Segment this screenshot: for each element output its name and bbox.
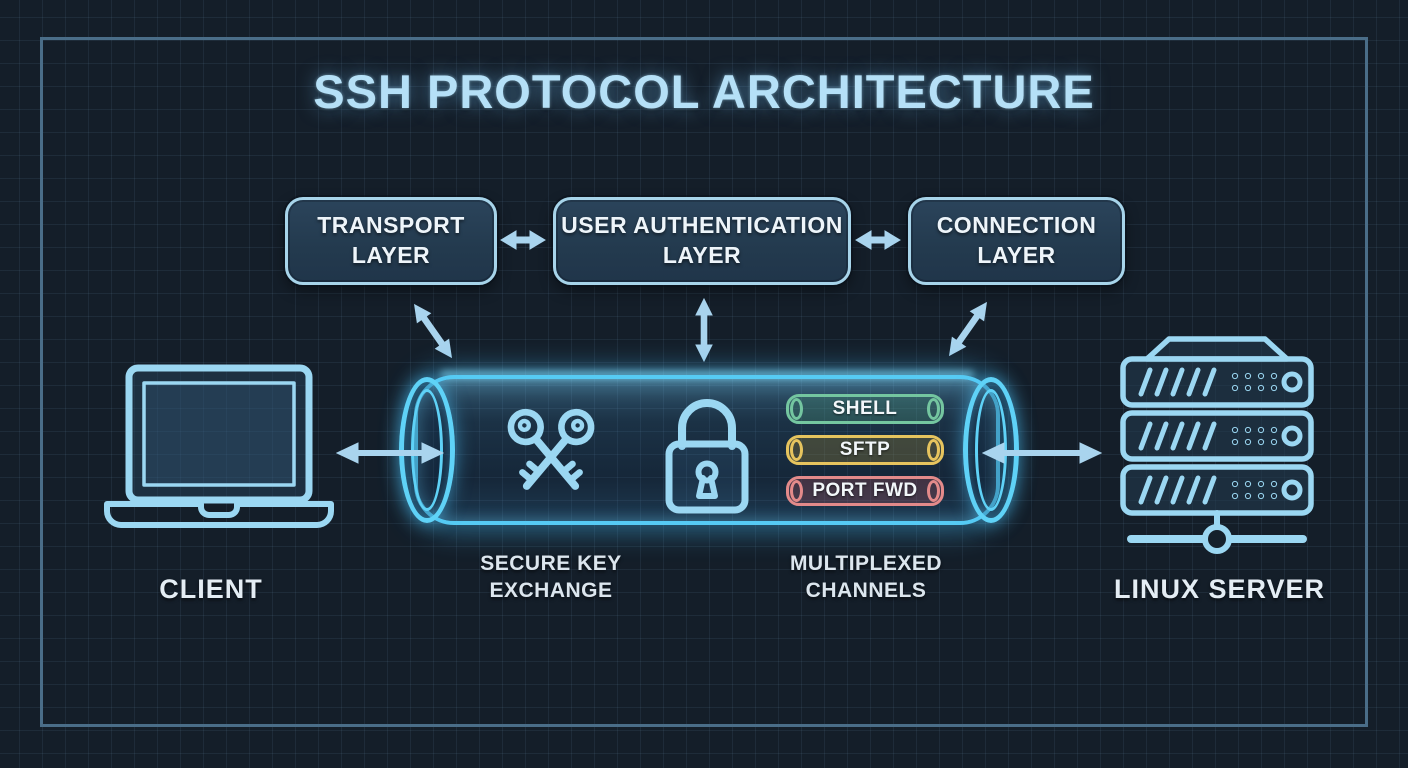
pipe-end-icon: [790, 480, 803, 502]
server-top-face: [1144, 336, 1290, 362]
channel-sftp: SFTP: [786, 435, 944, 465]
server-rack-icon: [1120, 336, 1314, 554]
channel-portfwd-label: PORT FWD: [812, 480, 918, 501]
transport-userauth-arrow-icon: [500, 230, 546, 250]
laptop-screen: [142, 381, 296, 487]
pipe-end-icon: [927, 480, 940, 502]
multiplexed-channels-caption: MULTIPLEXED CHANNELS: [789, 552, 943, 602]
laptop-bezel: [125, 364, 313, 504]
transport-tunnel-arrow-icon: [414, 303, 452, 359]
tunnel-glow: [440, 371, 974, 378]
connection-tunnel-arrow-icon: [949, 301, 987, 357]
pipe-end-icon: [790, 439, 803, 461]
server-unit: [1120, 356, 1314, 408]
connection-layer-label: CONNECTION LAYER: [936, 212, 1097, 268]
server-label: LINUX SERVER: [1113, 574, 1326, 604]
laptop-base: [104, 501, 334, 528]
pipe-end-icon: [927, 398, 940, 420]
client-label: CLIENT: [159, 574, 263, 604]
connection-layer-box: CONNECTION LAYER: [908, 197, 1125, 285]
channel-shell-label: SHELL: [832, 398, 898, 419]
server-unit: [1120, 410, 1314, 462]
user-authentication-layer-box: USER AUTHENTICATION LAYER: [553, 197, 851, 285]
transport-layer-box: TRANSPORT LAYER: [285, 197, 497, 285]
userauth-connection-arrow-icon: [855, 230, 901, 250]
channel-shell: SHELL: [786, 394, 944, 424]
channel-portfwd: PORT FWD: [786, 476, 944, 506]
laptop-icon: [104, 364, 334, 528]
tunnel-server-arrow-icon: [982, 442, 1102, 464]
transport-layer-label: TRANSPORT LAYER: [317, 212, 465, 268]
user-authentication-layer-label: USER AUTHENTICATION LAYER: [561, 212, 843, 268]
server-unit: [1120, 464, 1314, 516]
secure-key-exchange-caption: SECURE KEY EXCHANGE: [480, 552, 622, 602]
crossed-keys-icon: [507, 408, 595, 490]
client-tunnel-arrow-icon: [336, 442, 444, 464]
page-title: SSH PROTOCOL ARCHITECTURE: [313, 65, 1095, 118]
pipe-end-icon: [790, 398, 803, 420]
padlock-icon: [665, 399, 749, 514]
pipe-end-icon: [927, 439, 940, 461]
multiplexed-channels: SHELL SFTP PORT FWD: [786, 394, 944, 517]
userauth-tunnel-arrow-icon: [695, 297, 713, 363]
channel-sftp-label: SFTP: [839, 439, 891, 460]
server-network-node: [1202, 524, 1232, 554]
